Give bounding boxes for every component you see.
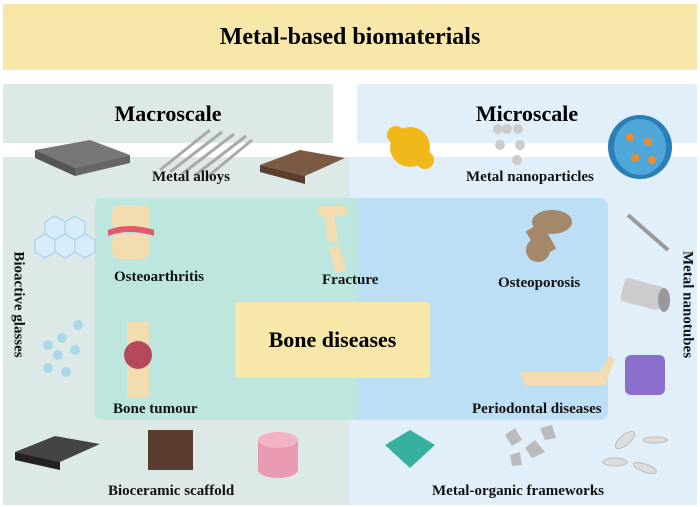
nanotube-array-icon <box>625 355 665 395</box>
title: Metal-based biomaterials <box>219 23 481 50</box>
microscale-label: Microscale <box>475 100 579 126</box>
nanotube-thin-icon <box>626 213 670 252</box>
mof-crystals-icon <box>505 425 556 466</box>
bone-diseases-label: Bone diseases <box>268 327 397 352</box>
bone-tumour-label: Bone tumour <box>113 401 198 417</box>
metal-mesh-icon <box>35 140 130 176</box>
gold-nanoparticle-icon <box>387 126 434 169</box>
osteoarthritis-label: Osteoarthritis <box>114 269 204 285</box>
bone-diseases-box: Bone diseases <box>235 302 430 378</box>
glass-hexagons-icon <box>34 215 96 259</box>
fractured-bone-icon <box>317 206 347 273</box>
porous-metal-icon <box>260 150 345 184</box>
metal-nanotubes-label: Metal nanotubes <box>679 250 696 359</box>
metal-rods-icon <box>159 128 253 180</box>
osteoporosis-label: Osteoporosis <box>498 275 581 291</box>
porous-cylinder-icon <box>258 432 298 478</box>
knee-joint-icon <box>108 205 154 259</box>
macroscale-header: Macroscale <box>3 84 333 143</box>
title-banner: Metal-based biomaterials <box>3 4 697 70</box>
glass-particles-icon <box>43 320 83 377</box>
fiber-scaffold-icon <box>148 430 193 470</box>
mof-flakes-icon <box>602 430 668 475</box>
metal-nanoparticles-label: Metal nanoparticles <box>466 169 594 185</box>
ceramic-plate-icon <box>15 436 100 470</box>
osteoporotic-bone-icon <box>525 210 572 262</box>
silver-nanoparticles-icon <box>493 124 525 165</box>
nanotube-wide-icon <box>620 278 670 312</box>
bone-tumour-icon <box>124 322 152 397</box>
fracture-label: Fracture <box>322 272 379 288</box>
metal-alloys-label: Metal alloys <box>152 169 230 185</box>
bioactive-glasses-label: Bioactive glasses <box>10 251 27 358</box>
jaw-icon <box>520 355 615 385</box>
periodontal-diseases-label: Periodontal diseases <box>472 401 602 417</box>
macroscale-label: Macroscale <box>114 100 222 126</box>
nanoparticle-cell-icon <box>608 115 672 179</box>
mofs-label: Metal-organic frameworks <box>432 483 605 499</box>
mof-cube-icon <box>385 430 435 468</box>
bioceramic-scaffold-label: Bioceramic scaffold <box>108 483 235 499</box>
